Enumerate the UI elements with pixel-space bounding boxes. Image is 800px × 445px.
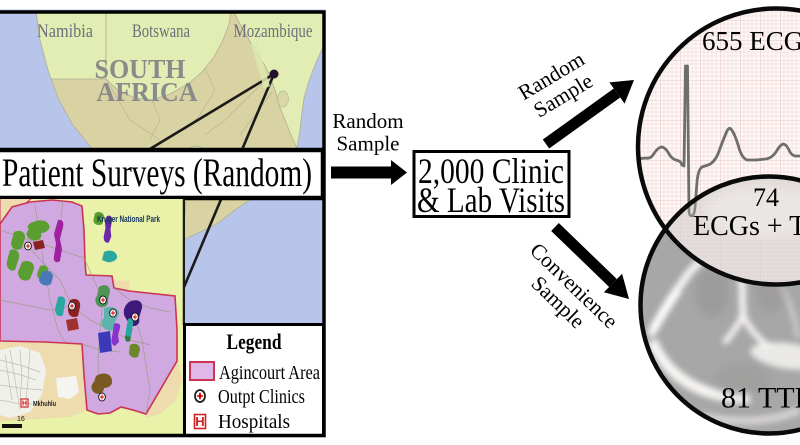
svg-text:16: 16 — [17, 416, 25, 423]
svg-text:Patient Surveys (Random): Patient Surveys (Random) — [2, 150, 312, 195]
svg-text:Random: Random — [332, 109, 403, 133]
svg-text:81 TTEs: 81 TTEs — [721, 382, 800, 415]
svg-text:Sample: Sample — [337, 132, 400, 156]
svg-text:74: 74 — [753, 183, 779, 212]
svg-text:& Lab Visits: & Lab Visits — [417, 180, 565, 220]
svg-text:Mozambique: Mozambique — [234, 21, 313, 42]
svg-text:Botswana: Botswana — [132, 21, 190, 42]
svg-text:Namibia: Namibia — [37, 21, 93, 42]
svg-text:655 ECGs: 655 ECGs — [702, 26, 800, 56]
svg-text:SOUTH: SOUTH — [95, 54, 186, 84]
svg-text:Legend: Legend — [227, 329, 282, 354]
svg-text:AFRICA: AFRICA — [97, 77, 198, 107]
svg-text:Hospitals: Hospitals — [218, 411, 290, 433]
svg-text:Mkhuhlu: Mkhuhlu — [33, 399, 56, 408]
svg-text:ECGs + TTEs: ECGs + TTEs — [693, 211, 800, 242]
svg-text:Agincourt Area: Agincourt Area — [219, 362, 320, 384]
svg-text:Kruger National Park: Kruger National Park — [97, 214, 160, 225]
svg-text:H: H — [195, 414, 204, 429]
svg-text:H: H — [22, 401, 27, 408]
svg-text:2,000 Clinic: 2,000 Clinic — [418, 151, 564, 191]
svg-text:Outpt Clinics: Outpt Clinics — [218, 386, 305, 408]
